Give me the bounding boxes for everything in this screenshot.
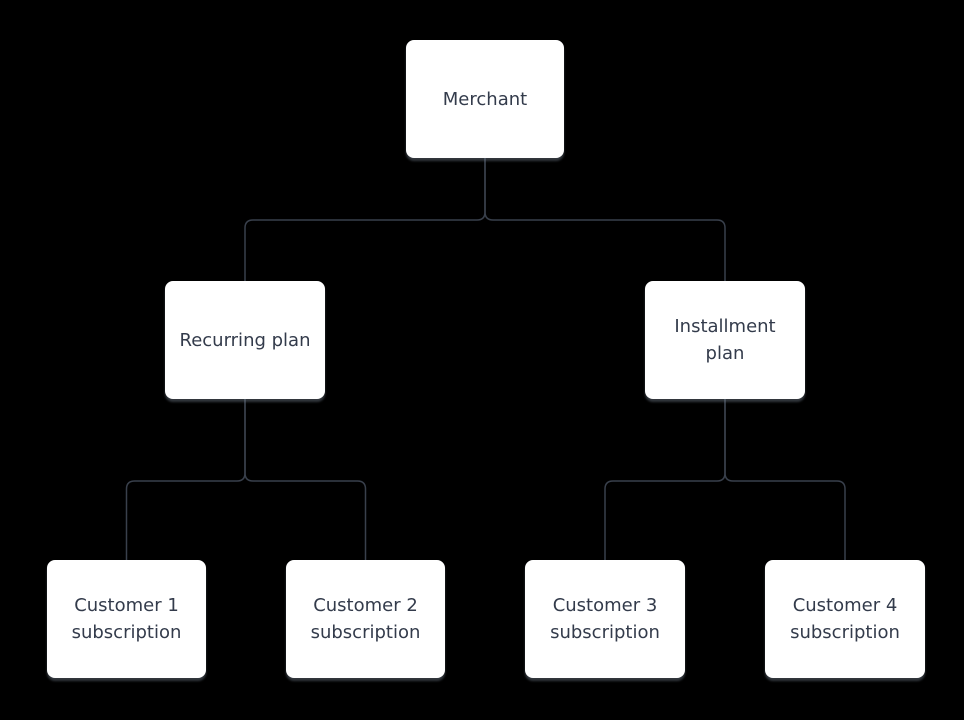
node-recurring-plan-label: Recurring plan xyxy=(179,329,311,351)
node-customer3-subscription-label: Customer 3 subscription xyxy=(550,595,660,643)
node-merchant-label: Merchant xyxy=(442,88,528,110)
node-merchant[interactable]: Merchant xyxy=(406,40,564,158)
node-installment-plan-label: Installment plan xyxy=(674,316,776,364)
node-customer3-subscription[interactable]: Customer 3 subscription xyxy=(525,560,685,678)
connector-merchant-to-recurring-plan xyxy=(244,158,486,281)
node-customer2-subscription[interactable]: Customer 2 subscription xyxy=(286,560,445,678)
connector-recurring-to-customer1 xyxy=(125,399,246,560)
node-customer1-subscription-label: Customer 1 subscription xyxy=(71,595,182,643)
node-customer4-subscription[interactable]: Customer 4 subscription xyxy=(765,560,925,678)
connector-installment-to-customer3 xyxy=(604,399,726,560)
connector-installment-to-customer4 xyxy=(724,399,846,560)
node-installment-plan[interactable]: Installment plan xyxy=(645,281,805,399)
node-customer4-subscription-label: Customer 4 subscription xyxy=(790,595,900,643)
connector-merchant-to-installment-plan xyxy=(484,158,726,281)
connector-recurring-to-customer2 xyxy=(244,399,367,560)
node-recurring-plan[interactable]: Recurring plan xyxy=(165,281,325,399)
node-customer1-subscription[interactable]: Customer 1 subscription xyxy=(47,560,206,678)
node-customer2-subscription-label: Customer 2 subscription xyxy=(310,595,421,643)
